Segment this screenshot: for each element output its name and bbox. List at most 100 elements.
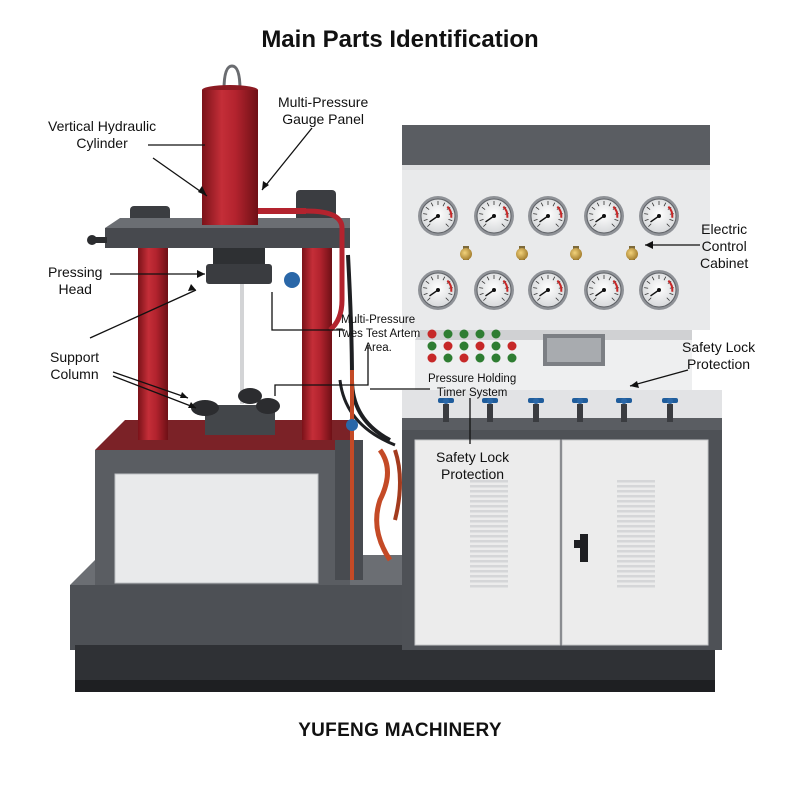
needle-valves bbox=[438, 398, 678, 422]
label-line: Electric bbox=[701, 221, 748, 237]
control-button bbox=[491, 341, 501, 351]
control-button bbox=[491, 353, 501, 363]
label-pressing-head: Pressing Head bbox=[48, 264, 102, 298]
label-line: Twes Test Artem bbox=[336, 328, 421, 340]
page-title: Main Parts Identification bbox=[261, 26, 539, 53]
needle-valve bbox=[528, 398, 544, 422]
control-button bbox=[427, 329, 437, 339]
vent-slot bbox=[470, 515, 508, 518]
pressure-gauge bbox=[474, 196, 514, 236]
vent-slot bbox=[617, 510, 655, 513]
vent-slot bbox=[617, 575, 655, 578]
label-line: Head bbox=[58, 281, 92, 297]
vent-slot bbox=[470, 485, 508, 488]
label-line: Protection bbox=[441, 466, 505, 482]
label-line: Column bbox=[50, 366, 99, 382]
control-button bbox=[459, 329, 469, 339]
vent-slot bbox=[617, 585, 655, 588]
vent-slot bbox=[470, 525, 508, 528]
pressure-gauge bbox=[418, 270, 458, 310]
leader-lines bbox=[89, 127, 700, 444]
vent-slot bbox=[617, 570, 655, 573]
label-support-column: Support Column bbox=[50, 349, 99, 383]
vent-slot bbox=[617, 555, 655, 558]
needle-valve bbox=[482, 398, 498, 422]
pressure-gauge bbox=[528, 270, 568, 310]
label-line: Safety Lock bbox=[436, 449, 510, 465]
vent-slot bbox=[470, 510, 508, 513]
needle-valve bbox=[662, 398, 678, 422]
needle-valve bbox=[438, 398, 454, 422]
vent-slot bbox=[470, 580, 508, 583]
brand-footer: YUFENG MACHINERY bbox=[298, 720, 502, 741]
label-safety-lock-center: Safety Lock Protection bbox=[436, 449, 509, 483]
leader-arrowheads bbox=[180, 181, 653, 408]
control-button bbox=[491, 329, 501, 339]
press-lower-cabinet bbox=[95, 420, 363, 585]
vent-slot bbox=[470, 545, 508, 548]
control-button bbox=[475, 341, 485, 351]
label-safety-lock-right: Safety Lock Protection bbox=[682, 339, 755, 373]
vent-slot bbox=[470, 480, 508, 483]
label-line: Support bbox=[50, 349, 100, 365]
test-fixture bbox=[191, 388, 280, 435]
brass-valve bbox=[626, 246, 638, 260]
control-button bbox=[443, 329, 453, 339]
label-line: Gauge Panel bbox=[282, 111, 364, 127]
control-button bbox=[459, 353, 469, 363]
pressing-head bbox=[206, 248, 300, 404]
label-line: Multi-Pressure bbox=[278, 94, 369, 110]
vent-slot bbox=[617, 545, 655, 548]
electric-control-cabinet bbox=[402, 430, 722, 650]
needle-valve bbox=[616, 398, 632, 422]
vent-slot bbox=[470, 540, 508, 543]
pressure-gauge bbox=[528, 196, 568, 236]
control-button bbox=[443, 353, 453, 363]
label-timer-system: Pressure Holding Timer System bbox=[428, 372, 516, 400]
vent-slot bbox=[470, 555, 508, 558]
control-buttons bbox=[427, 329, 517, 363]
vent-slot bbox=[617, 530, 655, 533]
label-line: Pressing bbox=[48, 264, 103, 280]
vent-slot bbox=[470, 530, 508, 533]
vent-slot bbox=[617, 505, 655, 508]
label-line: Vertical Hydraulic bbox=[48, 118, 157, 134]
vent-slot bbox=[617, 520, 655, 523]
label-vertical-hydraulic-cylinder: Vertical Hydraulic Cylinder bbox=[48, 118, 156, 152]
label-line: Timer System bbox=[436, 387, 508, 399]
vent-slot bbox=[617, 495, 655, 498]
vent-slot bbox=[470, 495, 508, 498]
cabinet-handle bbox=[580, 534, 588, 562]
control-button bbox=[443, 341, 453, 351]
pressure-gauge bbox=[639, 196, 679, 236]
control-button bbox=[507, 353, 517, 363]
vent-slot bbox=[470, 505, 508, 508]
label-line: Safety Lock bbox=[682, 339, 756, 355]
vent-slot bbox=[617, 480, 655, 483]
vent-slot bbox=[470, 570, 508, 573]
vent-slot bbox=[470, 535, 508, 538]
pressure-gauge bbox=[639, 270, 679, 310]
label-line: Area. bbox=[364, 342, 392, 354]
vent-slot bbox=[470, 500, 508, 503]
hydraulic-hoses bbox=[338, 254, 402, 580]
pressure-gauge bbox=[584, 270, 624, 310]
brass-valve bbox=[516, 246, 528, 260]
vent-slot bbox=[470, 575, 508, 578]
control-button bbox=[475, 353, 485, 363]
vent-slot bbox=[470, 560, 508, 563]
label-electric-control-cabinet: Electric Control Cabinet bbox=[700, 221, 748, 272]
vent-slot bbox=[470, 585, 508, 588]
label-line: Protection bbox=[687, 356, 751, 372]
label-multi-pressure-test-area: Multi-Pressure Twes Test Artem Area. bbox=[336, 313, 420, 355]
vent-slot bbox=[617, 580, 655, 583]
brass-valve bbox=[460, 246, 472, 260]
gauges-bottom-row bbox=[418, 270, 679, 310]
brass-valve bbox=[570, 246, 582, 260]
vent-slot bbox=[617, 550, 655, 553]
vent-slot bbox=[470, 490, 508, 493]
vent-slot bbox=[617, 535, 655, 538]
vent-slot bbox=[470, 565, 508, 568]
needle-valve bbox=[572, 398, 588, 422]
label-line: Multi-Pressure bbox=[341, 314, 416, 326]
